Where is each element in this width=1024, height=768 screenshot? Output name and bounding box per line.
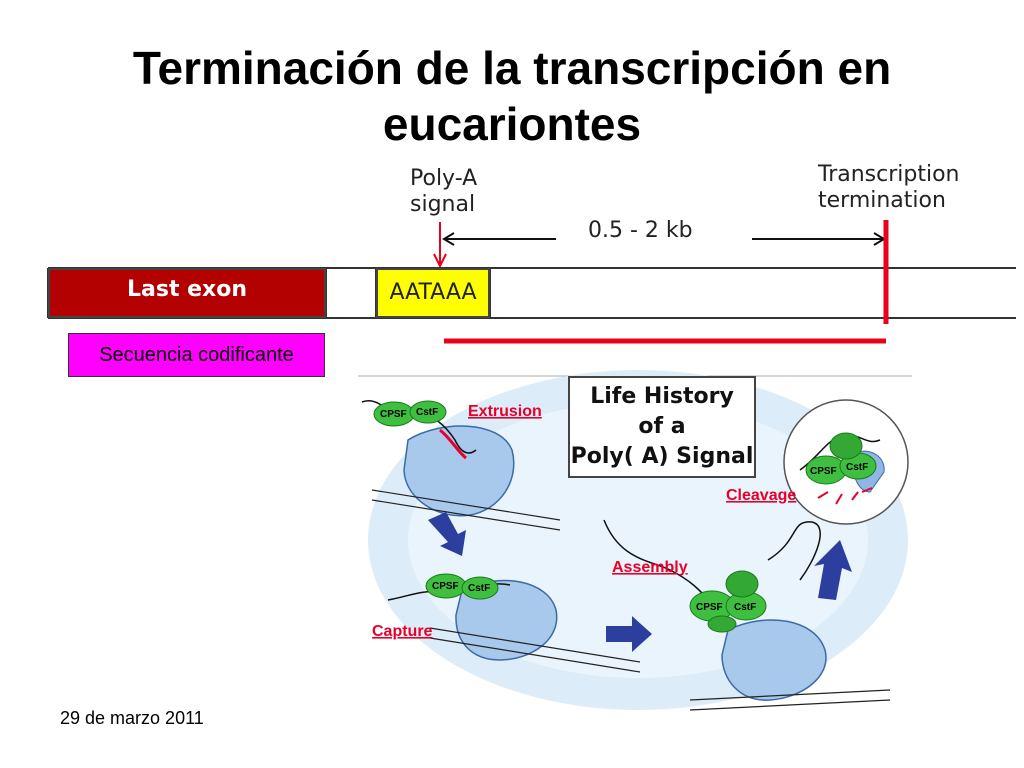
protein-complex-assembly (689, 570, 767, 633)
termination-label: Transcription termination (818, 162, 960, 213)
poly-a-sequence-label: AATAAA (389, 280, 477, 305)
protein-label: CstF (846, 462, 868, 473)
protein-label: CPSF (810, 466, 837, 477)
protein-complex-capture (425, 573, 499, 600)
distance-label: 0.5 - 2 kb (588, 218, 693, 243)
slide-title: Terminación de la transcripción en eucar… (132, 42, 892, 150)
poly-a-signal-label: Poly-A signal (410, 166, 478, 217)
arrow-up (814, 540, 852, 600)
distance-bracket (442, 232, 886, 246)
life-history-box: Life History of a Poly( A) Signal (568, 376, 756, 478)
step-label-extrusion: Extrusion (468, 403, 542, 420)
protein-label: CPSF (432, 581, 459, 592)
arrow-down (428, 512, 466, 556)
protein-label: CstF (468, 583, 490, 594)
protein-label: CPSF (380, 409, 407, 420)
step-label-assembly: Assembly (612, 559, 688, 576)
last-exon-block (48, 268, 326, 318)
slide-date: 29 de marzo 2011 (60, 708, 204, 728)
protein-complex-extrusion (373, 400, 447, 427)
protein-label: CstF (734, 602, 756, 613)
last-exon-label: Last exon (126, 277, 248, 302)
coding-sequence-box: Secuencia codificante (68, 333, 325, 377)
arrow-right (606, 616, 652, 652)
poly-a-sequence-block (376, 268, 490, 318)
protein-complex-cleavage (805, 432, 877, 485)
step-label-cleavage: Cleavage (726, 487, 796, 504)
poly-a-arrow (433, 222, 447, 269)
life-history-title: Life History of a Poly( A) Signal (570, 384, 754, 469)
step-label-capture: Capture (372, 623, 433, 640)
poly-a-cycle-illustration (358, 370, 912, 711)
protein-label: CPSF (696, 602, 723, 613)
protein-label: CstF (416, 407, 438, 418)
